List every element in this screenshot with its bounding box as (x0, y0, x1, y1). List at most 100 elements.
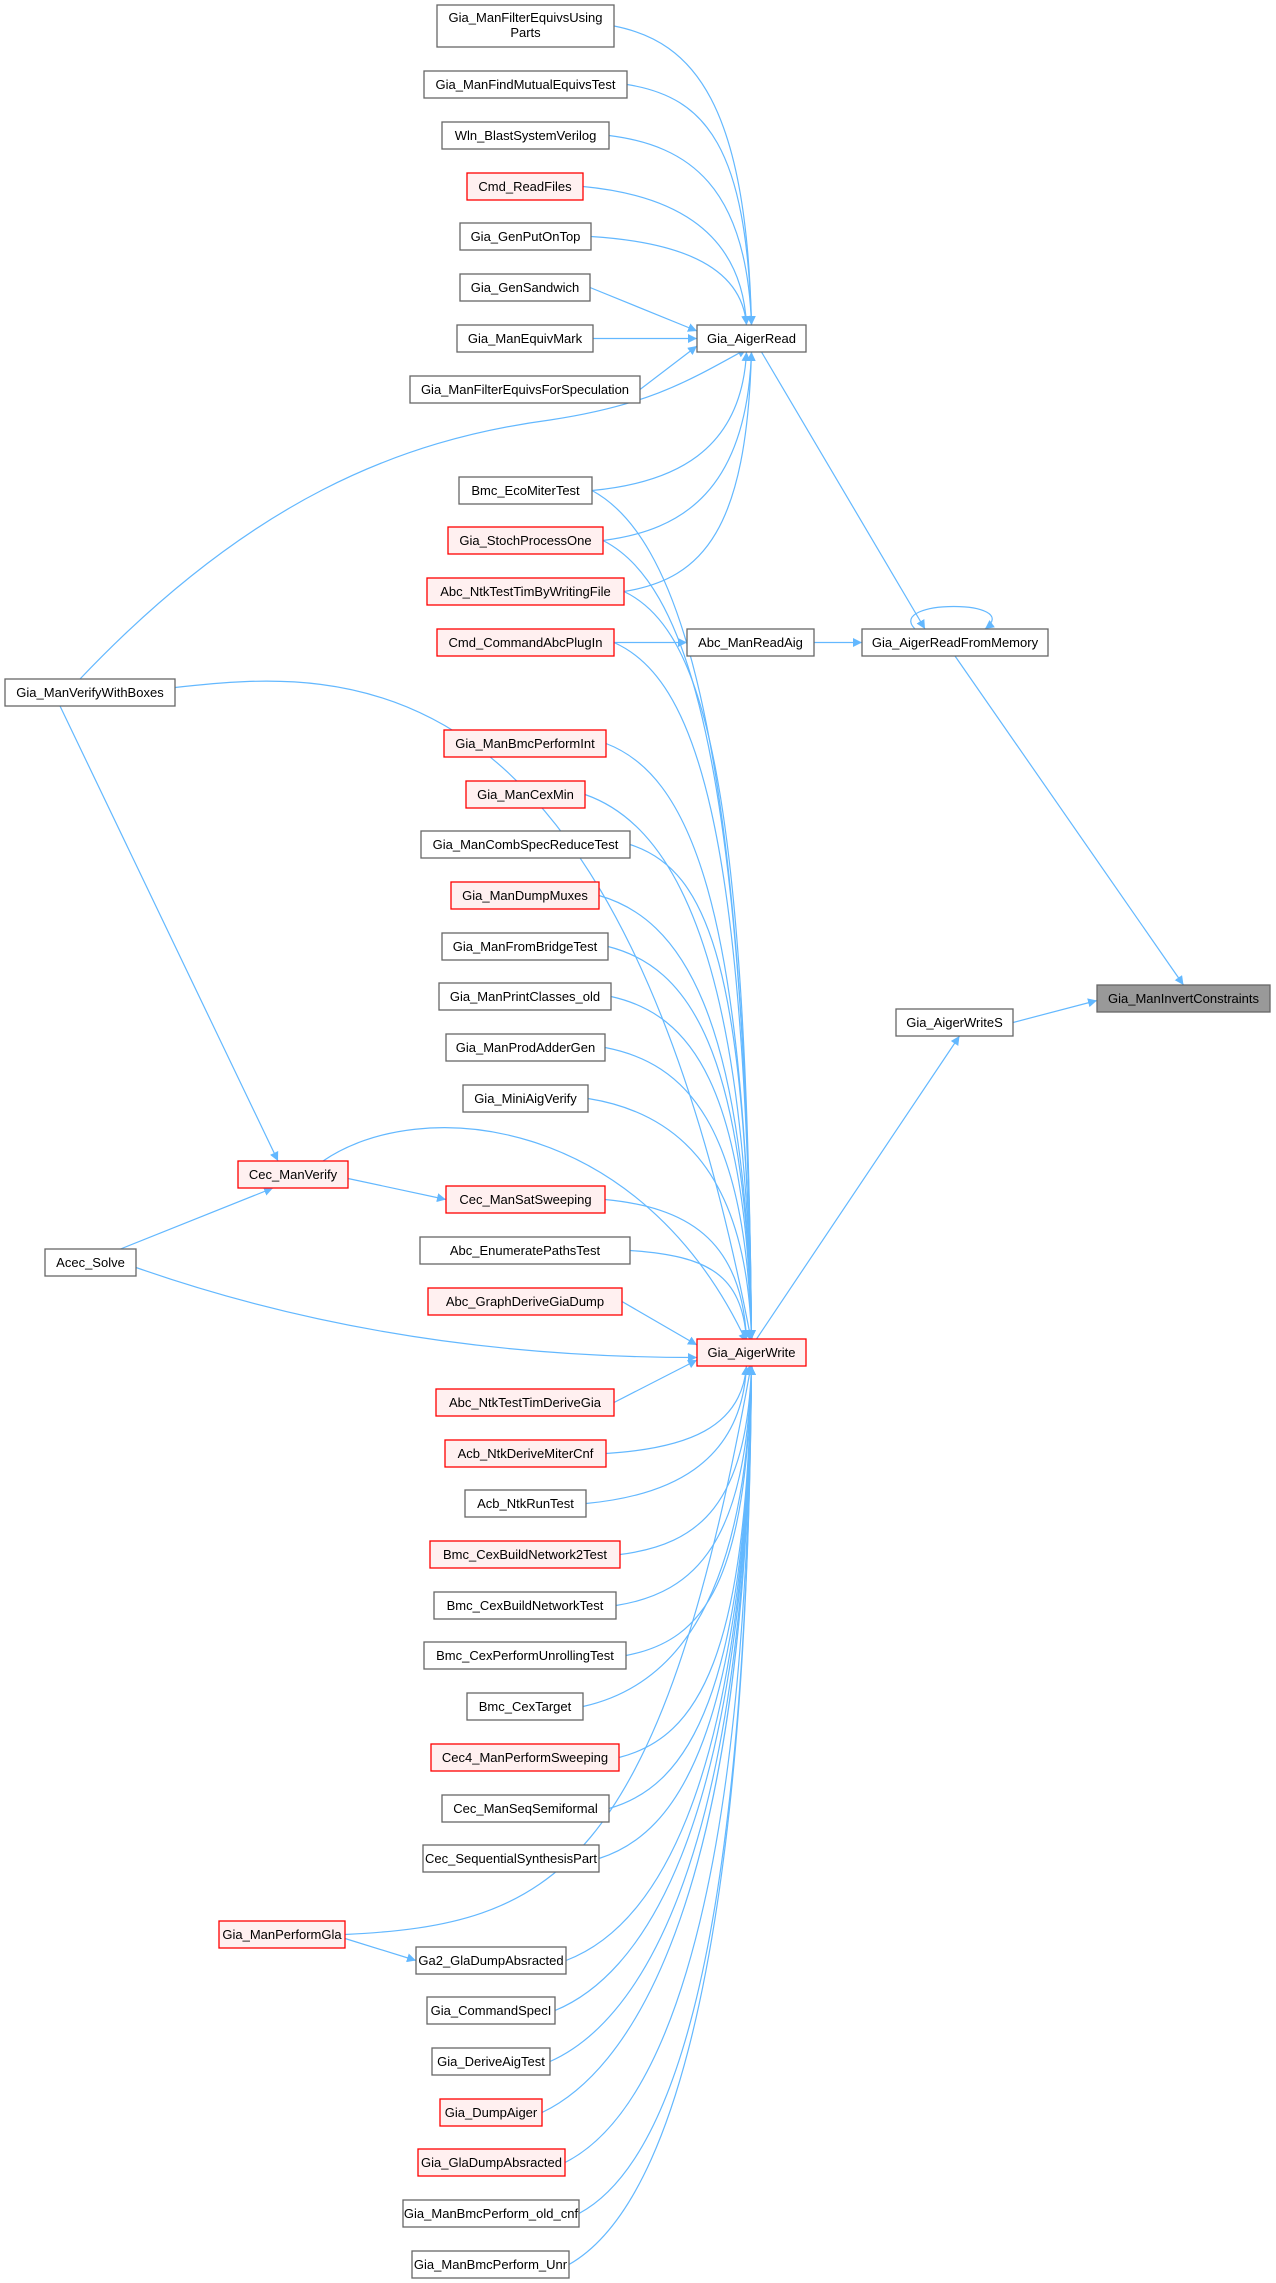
node-box[interactable] (415, 1946, 567, 1975)
caller-node[interactable]: Gia_ManCexMin (465, 780, 586, 809)
caller-node[interactable]: Abc_NtkTestTimByWritingFile (426, 577, 625, 606)
node-box[interactable] (433, 1591, 617, 1620)
node-box[interactable] (423, 1641, 627, 1670)
node-box[interactable] (443, 729, 607, 758)
caller-node[interactable]: Cec_SequentialSynthesisPart (422, 1844, 600, 1873)
node-box[interactable] (1096, 984, 1271, 1013)
node-box[interactable] (445, 1033, 606, 1062)
node-box[interactable] (419, 1236, 631, 1265)
node-box[interactable] (441, 1794, 610, 1823)
target-node[interactable]: Gia_ManInvertConstraints (1096, 984, 1271, 1013)
node-box[interactable] (422, 1844, 600, 1873)
caller-node[interactable]: Gia_ManProdAdderGen (445, 1033, 606, 1062)
caller-node[interactable]: Gia_ManBmcPerform_Unr (411, 2250, 570, 2279)
caller-node[interactable]: Bmc_EcoMiterTest (458, 476, 593, 505)
caller-node[interactable]: Gia_StochProcessOne (447, 526, 604, 555)
caller-node[interactable]: Acec_Solve (44, 1248, 137, 1277)
node-box[interactable] (462, 1084, 589, 1113)
caller-node[interactable]: Gia_AigerWriteS (895, 1008, 1014, 1037)
node-box[interactable] (696, 324, 807, 353)
caller-node[interactable]: Ga2_GlaDumpAbsracted (415, 1946, 567, 1975)
caller-node[interactable]: Cec_ManSatSweeping (445, 1185, 606, 1214)
caller-node[interactable]: Gia_GenPutOnTop (459, 222, 592, 251)
node-box[interactable] (696, 1338, 807, 1367)
node-box[interactable] (464, 1489, 587, 1518)
caller-node[interactable]: Gia_GenSandwich (459, 273, 591, 302)
caller-node[interactable]: Gia_MiniAigVerify (462, 1084, 589, 1113)
node-box[interactable] (417, 2148, 566, 2177)
node-box[interactable] (686, 628, 815, 657)
node-box[interactable] (459, 273, 591, 302)
node-box[interactable] (218, 1920, 346, 1949)
node-box[interactable] (426, 577, 625, 606)
caller-node[interactable]: Gia_ManCombSpecReduceTest (420, 830, 631, 859)
node-box[interactable] (435, 1388, 615, 1417)
node-box[interactable] (237, 1160, 349, 1189)
node-box[interactable] (4, 678, 176, 707)
caller-node[interactable]: Bmc_CexBuildNetworkTest (433, 1591, 617, 1620)
node-box[interactable] (438, 982, 612, 1011)
caller-node[interactable]: Gia_ManBmcPerformInt (443, 729, 607, 758)
node-box[interactable] (430, 1743, 620, 1772)
caller-node[interactable]: Gia_ManDumpMuxes (450, 881, 600, 910)
node-box[interactable] (426, 1996, 556, 2025)
node-box[interactable] (447, 526, 604, 555)
caller-node[interactable]: Gia_AigerReadFromMemory (861, 628, 1049, 657)
caller-node[interactable]: Gia_ManFromBridgeTest (441, 932, 609, 961)
node-box[interactable] (441, 121, 610, 150)
node-box[interactable] (436, 4, 615, 48)
node-box[interactable] (450, 881, 600, 910)
caller-node[interactable]: Acb_NtkDeriveMiterCnf (444, 1439, 607, 1468)
caller-node[interactable]: Gia_AigerRead (696, 324, 807, 353)
caller-node[interactable]: Cec_ManSeqSemiformal (441, 1794, 610, 1823)
node-box[interactable] (429, 1540, 621, 1569)
caller-node[interactable]: Gia_AigerWrite (696, 1338, 807, 1367)
node-box[interactable] (423, 70, 628, 99)
node-box[interactable] (436, 628, 615, 657)
node-box[interactable] (456, 324, 594, 353)
node-box[interactable] (409, 375, 641, 404)
node-box[interactable] (420, 830, 631, 859)
caller-node[interactable]: Cec_ManVerify (237, 1160, 349, 1189)
caller-node[interactable]: Abc_GraphDeriveGiaDump (427, 1287, 623, 1316)
caller-node[interactable]: Wln_BlastSystemVerilog (441, 121, 610, 150)
node-box[interactable] (459, 222, 592, 251)
caller-node[interactable]: Gia_GlaDumpAbsracted (417, 2148, 566, 2177)
node-box[interactable] (427, 1287, 623, 1316)
node-box[interactable] (411, 2250, 570, 2279)
caller-node[interactable]: Abc_ManReadAig (686, 628, 815, 657)
caller-node[interactable]: Abc_NtkTestTimDeriveGia (435, 1388, 615, 1417)
caller-node[interactable]: Gia_ManBmcPerform_old_cnf (402, 2199, 580, 2228)
node-box[interactable] (439, 2098, 543, 2127)
node-box[interactable] (466, 172, 584, 201)
node-box[interactable] (441, 932, 609, 961)
node-box[interactable] (445, 1185, 606, 1214)
caller-node[interactable]: Cmd_ReadFiles (466, 172, 584, 201)
node-box[interactable] (861, 628, 1049, 657)
caller-node[interactable]: Bmc_CexTarget (466, 1692, 584, 1721)
node-box[interactable] (402, 2199, 580, 2228)
caller-node[interactable]: Gia_DeriveAigTest (431, 2047, 551, 2076)
caller-node[interactable]: Cmd_CommandAbcPlugIn (436, 628, 615, 657)
caller-node[interactable]: Abc_EnumeratePathsTest (419, 1236, 631, 1265)
caller-node[interactable]: Gia_ManFilterEquivsForSpeculation (409, 375, 641, 404)
node-box[interactable] (458, 476, 593, 505)
node-box[interactable] (44, 1248, 137, 1277)
caller-node[interactable]: Gia_ManEquivMark (456, 324, 594, 353)
caller-node[interactable]: Bmc_CexPerformUnrollingTest (423, 1641, 627, 1670)
caller-node[interactable]: Gia_ManPrintClasses_old (438, 982, 612, 1011)
caller-node[interactable]: Cec4_ManPerformSweeping (430, 1743, 620, 1772)
node-box[interactable] (895, 1008, 1014, 1037)
node-box[interactable] (466, 1692, 584, 1721)
node-box[interactable] (465, 780, 586, 809)
caller-node[interactable]: Gia_CommandSpecI (426, 1996, 556, 2025)
caller-node[interactable]: Gia_ManVerifyWithBoxes (4, 678, 176, 707)
caller-node[interactable]: Gia_DumpAiger (439, 2098, 543, 2127)
caller-node[interactable]: Acb_NtkRunTest (464, 1489, 587, 1518)
caller-node[interactable]: Gia_ManFindMutualEquivsTest (423, 70, 628, 99)
node-box[interactable] (444, 1439, 607, 1468)
caller-node[interactable]: Bmc_CexBuildNetwork2Test (429, 1540, 621, 1569)
node-box[interactable] (431, 2047, 551, 2076)
caller-node[interactable]: Gia_ManPerformGla (218, 1920, 346, 1949)
